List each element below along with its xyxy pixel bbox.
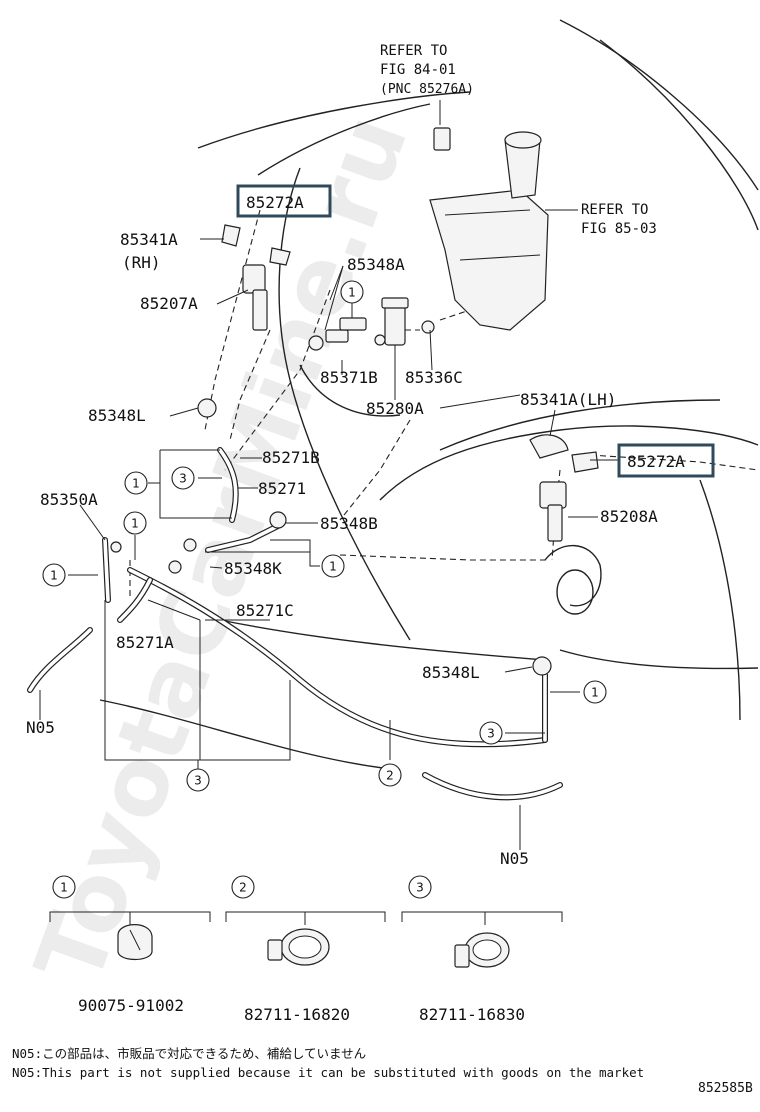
svg-text:3: 3	[194, 774, 202, 788]
callout-circles: 1 1 3 1 1 1 3 1 3 2	[42, 280, 607, 792]
svg-text:1: 1	[329, 560, 337, 574]
label-leaders	[39, 100, 620, 850]
svg-text:1: 1	[591, 686, 599, 700]
label-85348L-bottom: 85348L	[422, 663, 480, 682]
label-n05-right: N05	[500, 849, 529, 868]
svg-text:1: 1	[131, 517, 139, 531]
svg-text:82711-16830: 82711-16830	[419, 1005, 525, 1024]
legend-clip-2: 2 82711-16820	[225, 875, 386, 1024]
label-85271B: 85271B	[262, 448, 320, 467]
label-rh: (RH)	[122, 253, 161, 272]
svg-text:FIG 84-01: FIG 84-01	[380, 62, 456, 78]
highlight-box-85272A-top	[236, 184, 332, 218]
svg-text:3: 3	[487, 727, 495, 741]
label-85271: 85271	[258, 479, 306, 498]
label-85208A: 85208A	[600, 507, 658, 526]
label-85272A-right: 85272A	[627, 452, 685, 471]
svg-text:1: 1	[132, 477, 140, 491]
vehicle-body-outline	[99, 19, 759, 771]
washer-nozzle-lh	[529, 434, 599, 542]
label-85336C: 85336C	[405, 368, 463, 387]
washer-pump	[381, 297, 435, 346]
reference-fig-85: REFER TO FIG 85-03	[581, 202, 657, 237]
label-85348B: 85348B	[320, 514, 378, 533]
label-85341A: 85341A	[120, 230, 178, 249]
svg-text:REFER TO: REFER TO	[581, 202, 648, 218]
legend-clip-1: 1 90075-91002	[49, 875, 211, 1015]
svg-text:82711-16820: 82711-16820	[244, 1005, 350, 1024]
legend-clip-3: 3 82711-16830	[401, 875, 563, 1024]
label-85371B: 85371B	[320, 368, 378, 387]
label-85280A: 85280A	[366, 399, 424, 418]
svg-text:90075-91002: 90075-91002	[78, 996, 184, 1015]
label-85272A-top: 85272A	[246, 193, 304, 212]
label-85348A: 85348A	[347, 255, 405, 274]
svg-text:3: 3	[416, 881, 424, 895]
label-85341A-lh: 85341A(LH)	[520, 390, 616, 409]
label-85271C: 85271C	[236, 601, 294, 620]
label-85348K: 85348K	[224, 559, 282, 578]
washer-nozzle-rh	[221, 224, 291, 331]
joint-valve-assembly	[308, 317, 386, 351]
svg-text:1: 1	[50, 569, 58, 583]
label-85350A: 85350A	[40, 490, 98, 509]
highlight-box-85272A-right	[617, 443, 715, 478]
note-english: N05:This part is not supplied because it…	[12, 1065, 644, 1080]
label-85207A: 85207A	[140, 294, 198, 313]
svg-text:2: 2	[386, 769, 394, 783]
svg-text:2: 2	[239, 881, 247, 895]
label-85271A: 85271A	[116, 633, 174, 652]
svg-text:3: 3	[179, 472, 187, 486]
label-85348L-top: 85348L	[88, 406, 146, 425]
svg-text:(PNC 85276A): (PNC 85276A)	[380, 82, 474, 97]
svg-text:REFER TO: REFER TO	[380, 43, 447, 59]
svg-text:1: 1	[348, 286, 356, 300]
svg-text:FIG 85-03: FIG 85-03	[581, 221, 657, 237]
note-japanese: N05:この部品は、市販品で対応できるため、補給していません	[12, 1046, 366, 1061]
washer-tank	[429, 127, 549, 331]
svg-text:1: 1	[60, 881, 68, 895]
reference-fig-84: REFER TO FIG 84-01 (PNC 85276A)	[380, 43, 474, 97]
label-n05-left: N05	[26, 718, 55, 737]
figure-id: 852585B	[698, 1081, 753, 1096]
hose-routing	[27, 398, 563, 801]
